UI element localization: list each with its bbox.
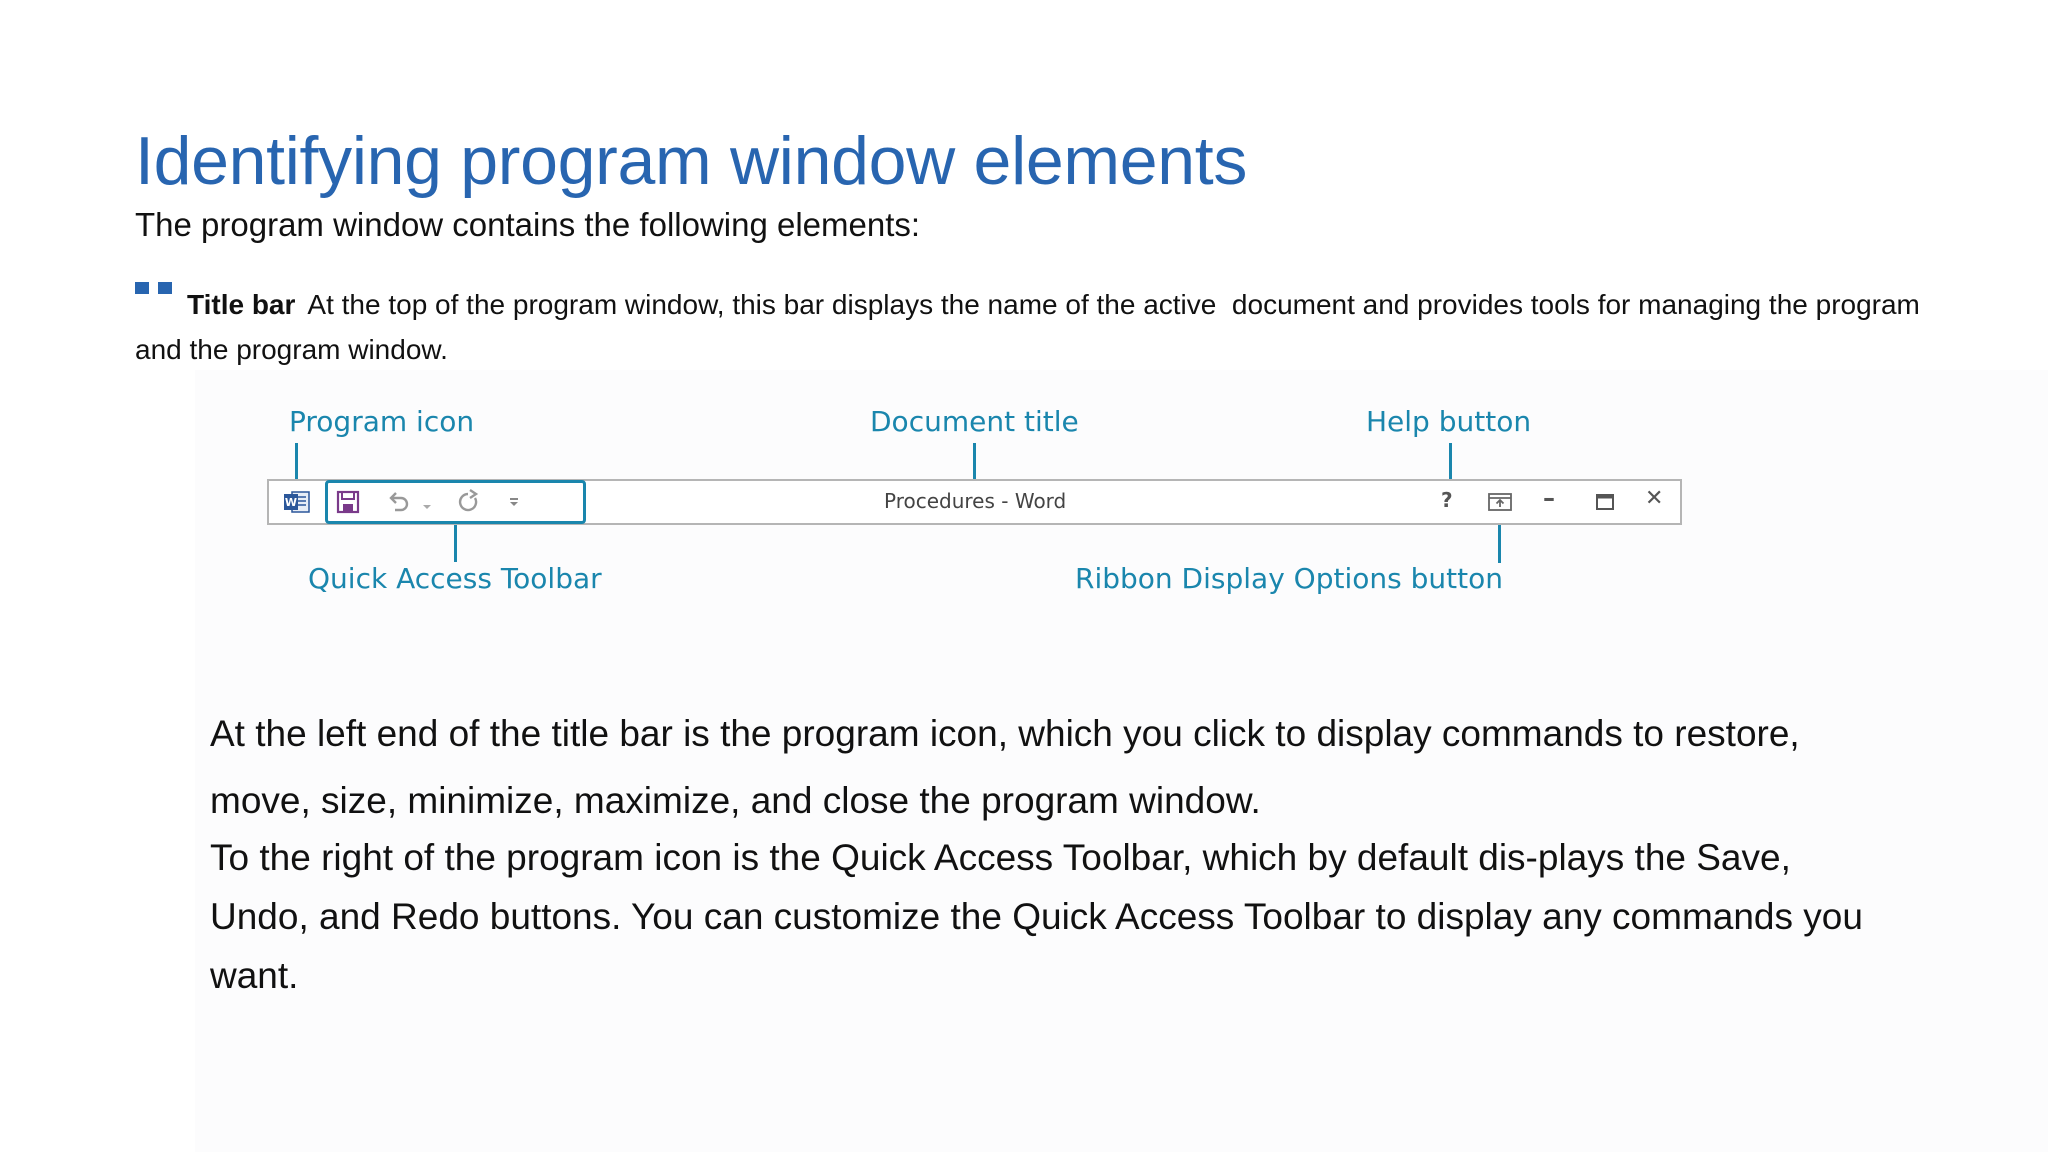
document-title-callout: Document title bbox=[870, 405, 1079, 438]
paragraph-quick-access-toolbar: To the right of the program icon is the … bbox=[210, 837, 1863, 996]
title-bar-figure: Program icon Document title Help button … bbox=[267, 405, 1682, 595]
body-text: At the left end of the title bar is the … bbox=[210, 700, 1890, 1005]
minimize-icon[interactable]: – bbox=[1543, 484, 1555, 512]
title-bar-text-a: At the top of the program window, this b… bbox=[307, 289, 1217, 320]
title-bar-label: Title bar bbox=[187, 289, 296, 320]
help-button-callout: Help button bbox=[1366, 405, 1532, 438]
window-title-bar[interactable] bbox=[267, 479, 1682, 525]
undo-dropdown-icon[interactable] bbox=[422, 498, 432, 509]
help-icon[interactable]: ? bbox=[1441, 488, 1453, 512]
ribbon-display-options-icon[interactable] bbox=[1488, 492, 1512, 512]
paragraph-program-icon: At the left end of the title bar is the … bbox=[210, 713, 1800, 821]
bullet-icon bbox=[135, 282, 181, 327]
redo-icon[interactable] bbox=[456, 489, 482, 515]
ribbon-display-options-callout: Ribbon Display Options button bbox=[1075, 562, 1503, 595]
quick-access-toolbar-callout: Quick Access Toolbar bbox=[308, 562, 602, 595]
svg-text:W: W bbox=[285, 496, 297, 509]
quick-access-toolbar[interactable] bbox=[325, 480, 586, 524]
word-app-icon[interactable]: W bbox=[283, 490, 311, 514]
title-bar-description: Title bar At the top of the program windo… bbox=[135, 282, 1955, 372]
page-title: Identifying program window elements bbox=[135, 123, 1248, 199]
save-icon[interactable] bbox=[336, 490, 360, 514]
title-bar-text-b: document and provides tools for managing… bbox=[135, 289, 1920, 365]
document-title: Procedures - Word bbox=[884, 489, 1067, 513]
customize-qat-icon[interactable] bbox=[507, 495, 521, 509]
program-icon-callout: Program icon bbox=[289, 405, 475, 438]
close-icon[interactable]: ✕ bbox=[1645, 486, 1664, 511]
undo-icon[interactable] bbox=[386, 490, 412, 514]
maximize-icon[interactable] bbox=[1595, 493, 1615, 511]
intro-text: The program window contains the followin… bbox=[135, 206, 921, 243]
